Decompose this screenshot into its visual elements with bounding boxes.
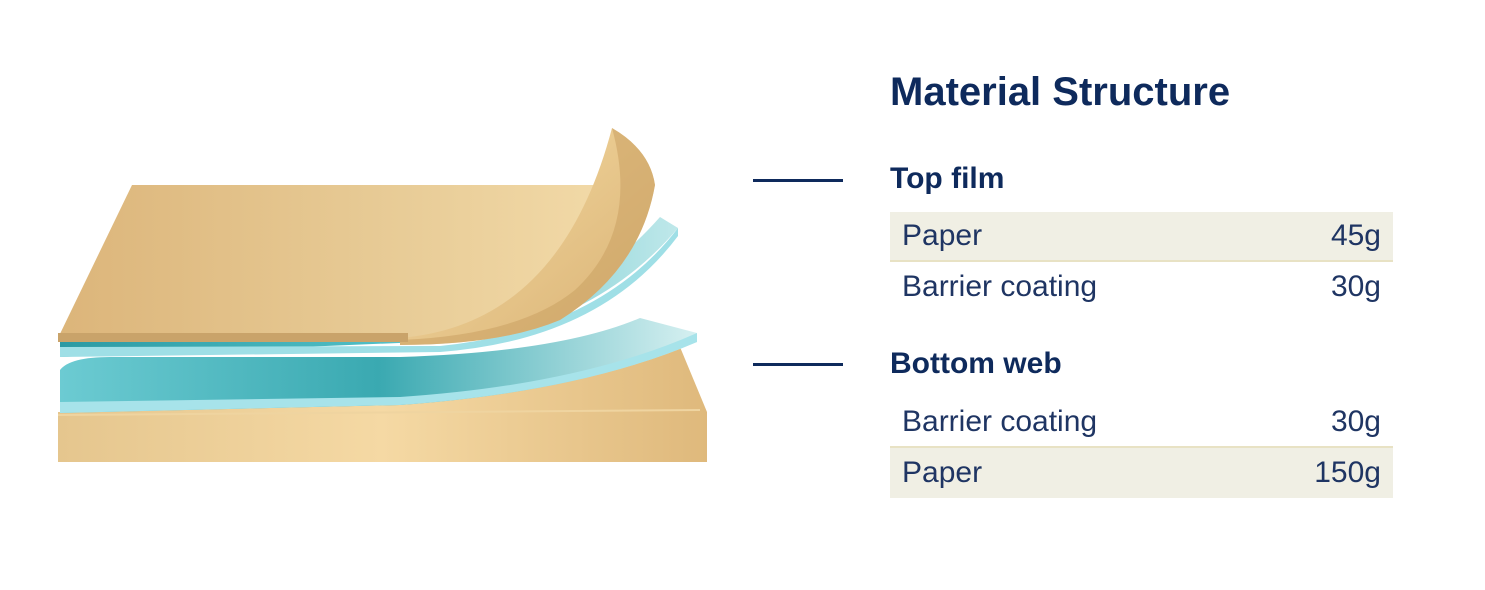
layer-label: Paper bbox=[902, 456, 983, 489]
page-title: Material Structure bbox=[890, 70, 1231, 114]
section-heading-bottom-web: Bottom web bbox=[890, 347, 1062, 380]
top-film-connector-line bbox=[753, 179, 843, 182]
layer-weight: 30g bbox=[1330, 270, 1381, 303]
table-row: Paper 45g bbox=[890, 212, 1393, 262]
top-film-table: Paper 45g Barrier coating 30g bbox=[890, 212, 1393, 312]
bottom-web-connector-line bbox=[753, 363, 843, 366]
table-row: Paper 150g bbox=[890, 448, 1393, 498]
layer-weight: 30g bbox=[1330, 405, 1381, 438]
bottom-web-table: Barrier coating 30g Paper 150g bbox=[890, 398, 1393, 498]
bottom-coating-layer bbox=[60, 318, 697, 413]
layered-material-illustration bbox=[57, 128, 707, 462]
layer-label: Barrier coating bbox=[902, 270, 1098, 303]
top-paper-layer bbox=[58, 128, 655, 345]
section-heading-top-film: Top film bbox=[890, 162, 1005, 195]
table-row: Barrier coating 30g bbox=[890, 262, 1393, 312]
layer-weight: 150g bbox=[1314, 456, 1381, 489]
layer-weight: 45g bbox=[1330, 219, 1381, 252]
table-row: Barrier coating 30g bbox=[890, 398, 1393, 448]
layer-label: Barrier coating bbox=[902, 405, 1098, 438]
layer-label: Paper bbox=[902, 219, 983, 252]
